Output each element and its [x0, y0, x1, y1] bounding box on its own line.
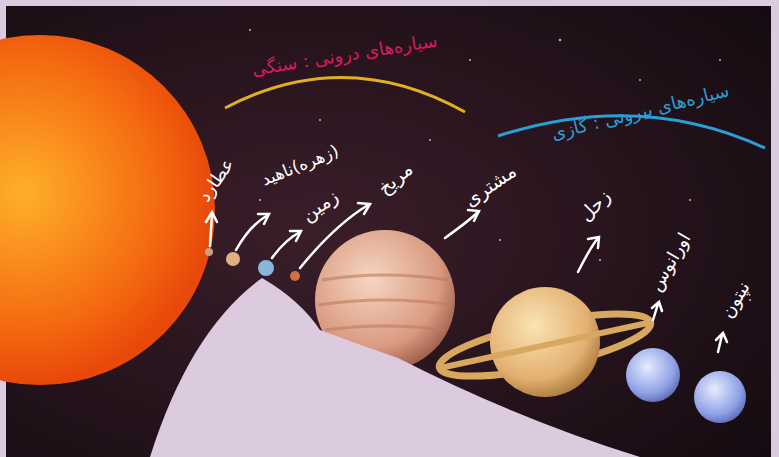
saturn-ring-front — [440, 322, 652, 368]
neptune — [694, 371, 746, 423]
uranus — [626, 348, 680, 402]
inner-bracket-arc — [225, 77, 465, 112]
earth — [258, 260, 274, 276]
mars — [290, 271, 300, 281]
venus — [226, 252, 240, 266]
leader-arrows — [206, 203, 727, 352]
jupiter-bands — [318, 275, 452, 330]
mercury — [205, 248, 213, 256]
saturn — [490, 287, 600, 397]
stars — [249, 29, 751, 301]
cover-shape — [150, 278, 640, 457]
sun — [0, 35, 215, 385]
